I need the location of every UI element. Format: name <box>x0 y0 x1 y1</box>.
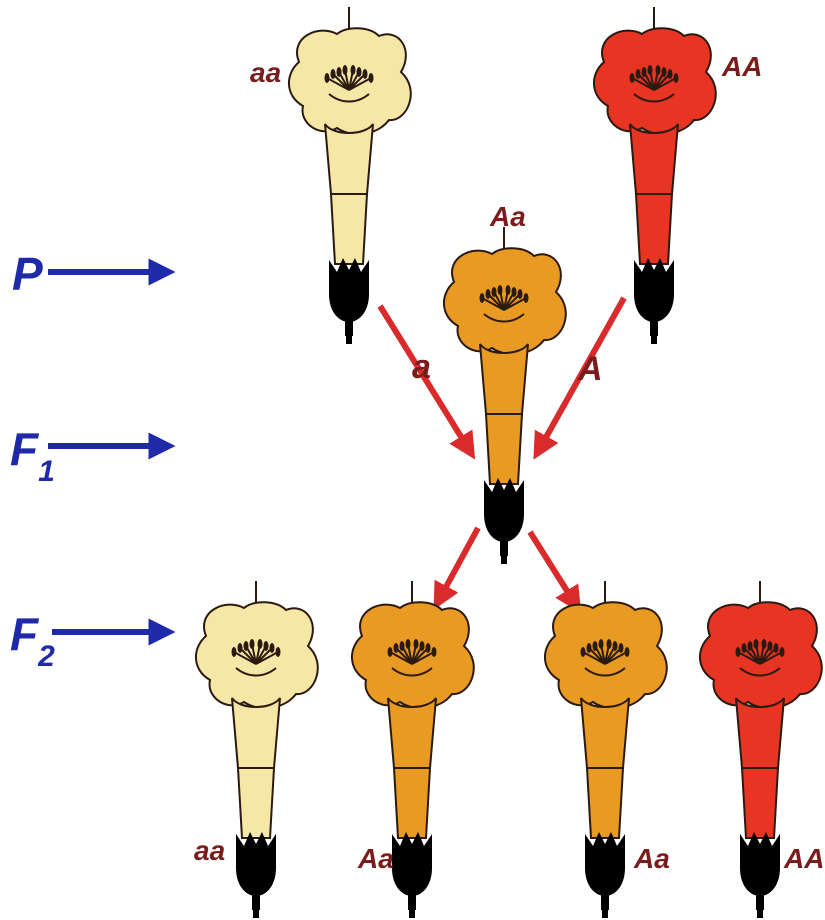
genotype-label-f2-orange-2: Aa <box>633 843 670 874</box>
flower-parent-white <box>287 6 412 345</box>
generation-f1-label: F1 <box>10 423 55 488</box>
generation-f2-label: F2 <box>10 608 55 673</box>
genotype-label-f2-white: aa <box>194 835 225 866</box>
generation-f1: F1 <box>10 423 176 488</box>
generation-p: P <box>12 248 176 300</box>
allele-arrow-left <box>377 304 476 460</box>
flower-parent-red <box>592 6 717 345</box>
flower-f1-orange <box>442 226 567 565</box>
allele-label-A: A <box>577 350 603 388</box>
genotype-label-parent-white: aa <box>250 57 281 88</box>
allele-arrow-right <box>533 296 627 460</box>
offspring-arrow-left <box>433 526 481 610</box>
generation-p-label: P <box>12 248 43 300</box>
allele-arrows: a A <box>377 296 627 614</box>
genotype-label-f2-red: AA <box>783 843 824 874</box>
genotype-label-parent-red: AA <box>721 51 762 82</box>
flower-f2-white <box>194 580 319 919</box>
generation-f2: F2 <box>10 608 176 673</box>
offspring-arrow-right <box>527 530 582 614</box>
genotype-label-f2-orange-1: Aa <box>357 843 394 874</box>
allele-label-a: a <box>412 348 431 386</box>
genotype-label-f1: Aa <box>489 201 526 232</box>
